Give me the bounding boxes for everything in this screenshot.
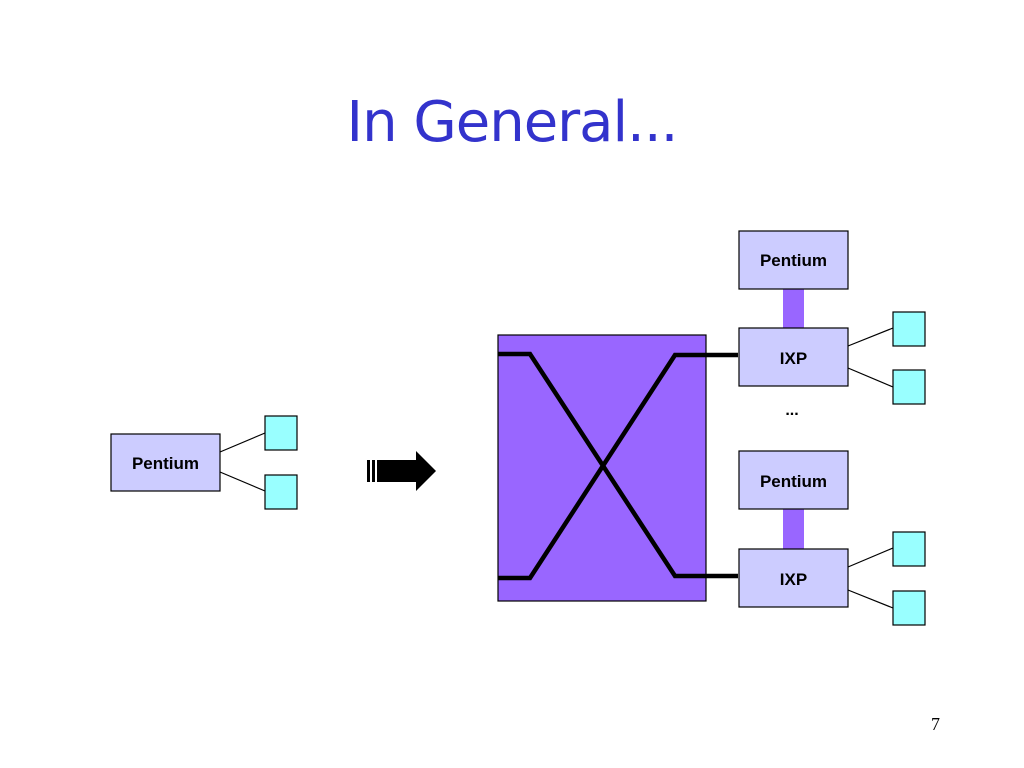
slide-title: In General... <box>346 90 679 155</box>
port-box <box>892 531 926 567</box>
host-bus <box>783 289 804 328</box>
ixp-label: IXP <box>780 349 807 368</box>
pentium-label: Pentium <box>760 251 827 270</box>
port-box <box>264 474 298 510</box>
top-node: Pentium IXP <box>738 230 926 405</box>
ixp-box <box>738 548 849 608</box>
pentium-label: Pentium <box>760 472 827 491</box>
pentium-box <box>738 230 849 290</box>
pentium-box <box>738 450 849 510</box>
link-line <box>847 547 894 568</box>
link-line <box>847 327 894 347</box>
link-line <box>847 589 894 609</box>
link-line <box>847 367 894 388</box>
bottom-node: Pentium IXP <box>738 450 926 626</box>
switch-fabric <box>497 334 738 602</box>
port-box <box>892 590 926 626</box>
host-bus <box>783 509 804 549</box>
left-system: Pentium <box>110 415 298 510</box>
ixp-label: IXP <box>780 570 807 589</box>
crossbar-line <box>498 352 738 581</box>
ixp-box <box>738 327 849 387</box>
port-box <box>892 369 926 405</box>
transform-arrow <box>367 451 436 491</box>
pentium-label: Pentium <box>132 454 199 473</box>
more-nodes-ellipsis: ... <box>785 402 798 419</box>
port-box <box>264 415 298 451</box>
link-line <box>219 471 266 492</box>
port-box <box>892 311 926 347</box>
pentium-box <box>110 433 221 492</box>
link-line <box>219 432 266 453</box>
page-number: 7 <box>931 714 940 734</box>
